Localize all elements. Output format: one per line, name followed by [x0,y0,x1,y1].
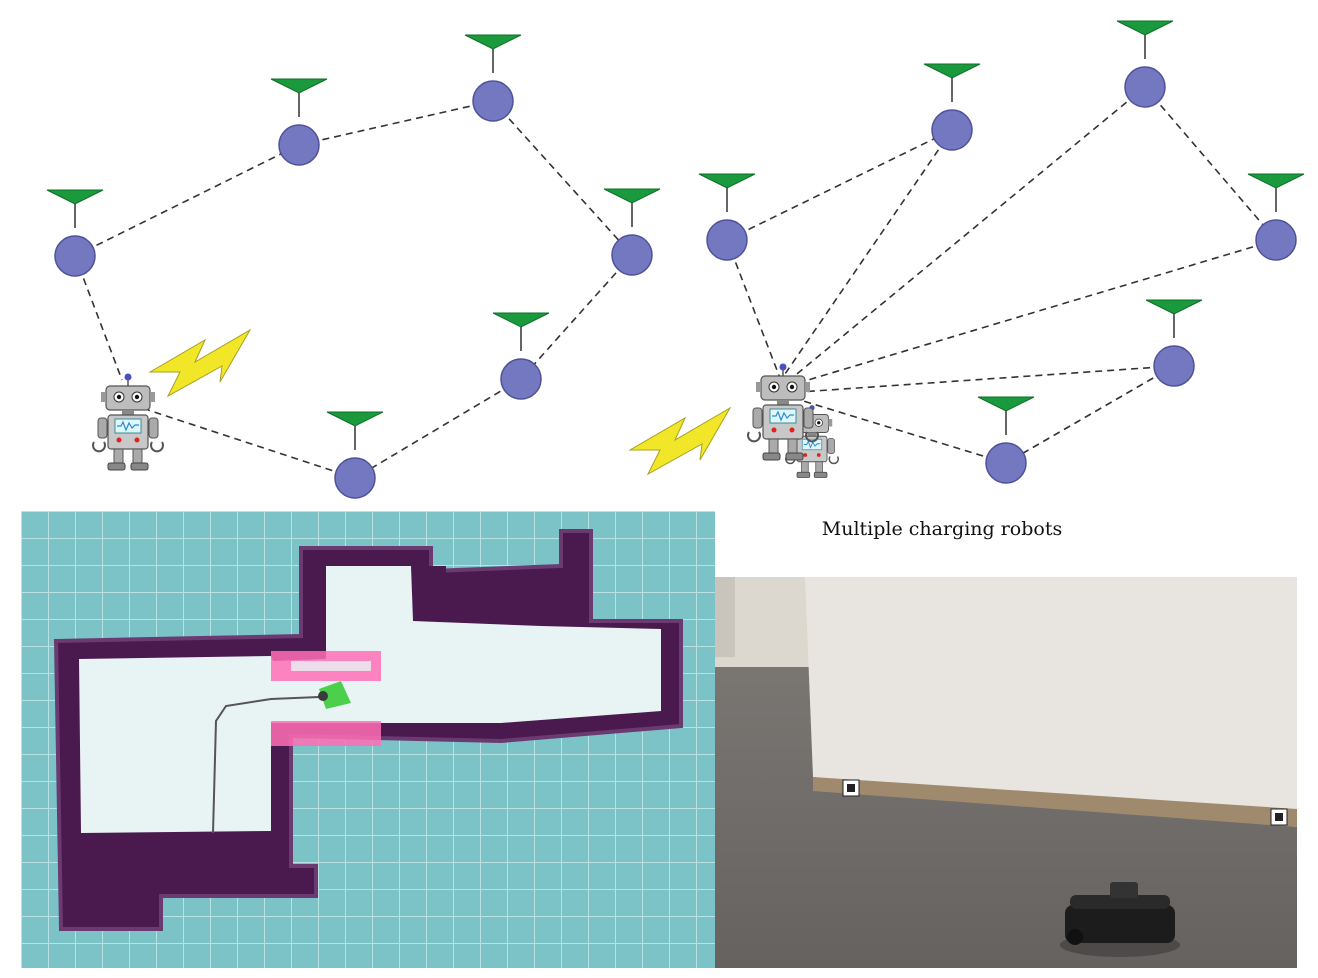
link [492,100,633,256]
link [1144,86,1277,241]
sensor-node-icon [923,63,981,151]
caption-multiple-charging-robots: Multiple charging robots [821,518,1063,540]
sensor-node-icon [46,189,104,277]
sensor-node-icon [1145,299,1203,387]
link [354,378,522,479]
link [726,239,781,379]
sensor-node-icon [270,78,328,166]
sensor-node-icon [698,173,756,261]
charging-diagrams [46,20,1305,499]
link [147,409,356,479]
sensor-node-icon [464,34,522,122]
link [726,129,953,241]
sensor-node-icon [326,411,384,499]
link [74,144,300,257]
lightning-bolt-icon [149,329,251,397]
wall-panel [805,577,1297,827]
occupancy-map-image [21,511,715,968]
mobile-robot [1060,882,1180,957]
robot-marker [319,681,351,709]
map-free-space [79,566,661,833]
left-diagram [46,34,661,499]
link [784,129,953,375]
left-links [74,100,633,479]
link [520,254,633,380]
charging-robot-icon [92,372,164,471]
link [791,86,1146,379]
robot-path [212,696,320,834]
right-diagram [629,20,1305,484]
link [298,100,494,146]
sensor-node-icon [1116,20,1174,108]
link [1005,365,1175,464]
sensor-node-icon [603,188,661,276]
link [799,365,1175,393]
lightning-bolt-icon [629,407,731,475]
robot-photo [715,577,1297,968]
link [797,239,1277,384]
link [74,255,123,381]
right-links [726,86,1277,464]
sensor-node-icon [977,396,1035,484]
